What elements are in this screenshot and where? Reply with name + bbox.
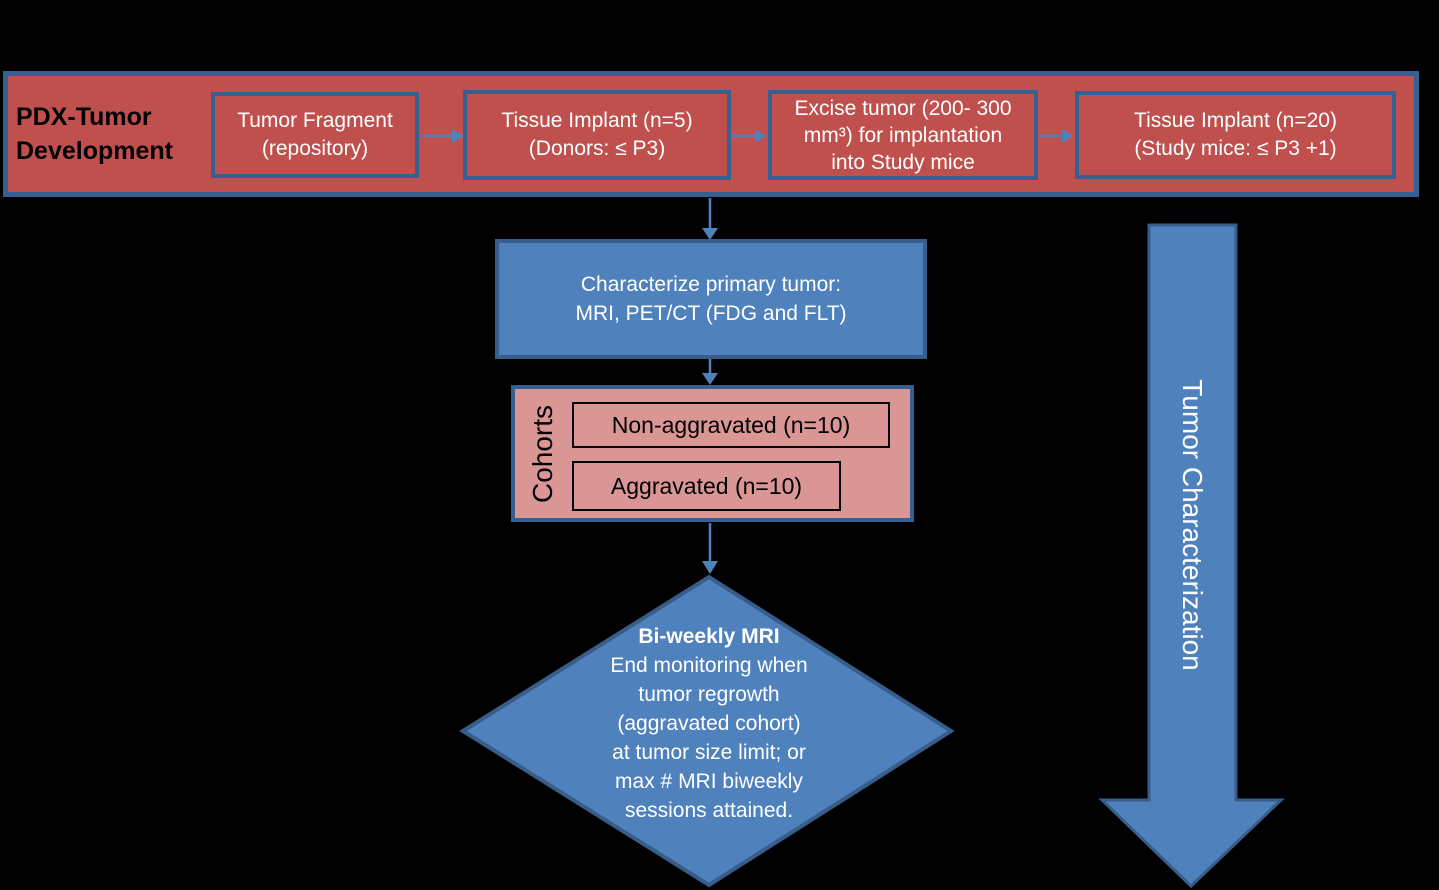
decision-line: max # MRI biweekly: [615, 770, 803, 793]
lane-title: PDX-Tumor Development: [16, 100, 173, 168]
box-text-line: (Study mice: ≤ P3 +1): [1134, 137, 1337, 160]
box-text-line: mm³) for implantation: [803, 123, 1003, 147]
tissue-implant-study-box: Tissue Implant (n=20) (Study mice: ≤ P3 …: [1075, 91, 1396, 179]
box-text-line: (Donors: ≤ P3): [528, 137, 666, 160]
box-text-line: Tissue Implant (n=20): [1134, 109, 1337, 132]
connector-arrowhead-icon: [1062, 129, 1073, 143]
decision-line: sessions attained.: [624, 799, 794, 822]
decision-line: (aggravated cohort): [617, 712, 801, 735]
cohort-aggravated-box: Aggravated (n=10): [572, 461, 841, 511]
excise-tumor-box: Excise tumor (200- 300 mm³) for implanta…: [768, 90, 1038, 180]
box-text-line: into Study mice: [831, 150, 975, 174]
decision-line: tumor regrowth: [638, 683, 780, 706]
cohorts-label: Cohorts: [527, 404, 558, 504]
tumor-fragment-box: Tumor Fragment (repository): [211, 92, 419, 178]
connector-arrowhead-icon: [452, 129, 464, 143]
decision-diamond-shape: [459, 574, 955, 888]
characterize-primary-tumor-box: Characterize primary tumor: MRI, PET/CT …: [495, 239, 927, 359]
tumor-characterization-arrow-shape: [1098, 223, 1285, 889]
connector-arrowhead-icon: [702, 373, 718, 385]
box-text-line: Characterize primary tumor:: [580, 273, 842, 296]
connector-arrowhead-icon: [702, 228, 718, 240]
lane-title-line: Development: [16, 137, 173, 165]
box-text-line: Excise tumor (200- 300: [794, 96, 1012, 120]
lane-title-line: PDX-Tumor: [16, 103, 152, 131]
box-text-line: Tissue Implant (n=5): [501, 109, 693, 132]
tumor-characterization-label: Tumor Characterization: [1177, 379, 1208, 671]
tissue-implant-donors-box: Tissue Implant (n=5) (Donors: ≤ P3): [463, 90, 731, 180]
connector-arrowhead-icon: [755, 129, 766, 143]
box-text-line: MRI, PET/CT (FDG and FLT): [575, 302, 847, 325]
decision-line: End monitoring when: [610, 654, 808, 677]
connector-arrowhead-icon: [702, 561, 718, 574]
decision-text: Bi-weekly MRI End monitoring when tumor …: [549, 622, 869, 825]
cohort-non-aggravated-box: Non-aggravated (n=10): [572, 402, 890, 448]
decision-title: Bi-weekly MRI: [638, 625, 780, 648]
box-text-line: (repository): [261, 137, 369, 160]
decision-line: at tumor size limit; or: [612, 741, 806, 764]
box-text-line: Tumor Fragment: [237, 109, 393, 132]
